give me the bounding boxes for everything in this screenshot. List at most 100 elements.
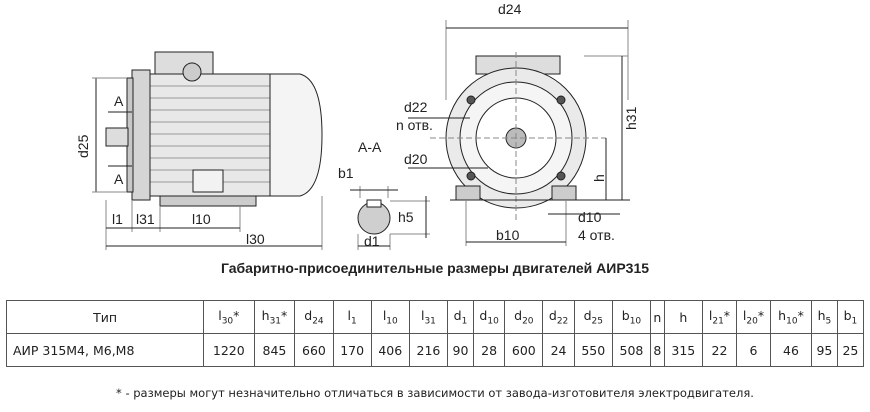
fan-cover: [269, 73, 323, 197]
label-d25: d25: [75, 134, 91, 158]
motor-dimension-drawing: d24 d22 n отв. d20 h31 h d10 4 отв. b10 …: [75, 1, 639, 250]
table-cell: 46: [770, 333, 812, 367]
header-base: Тип: [93, 309, 118, 325]
lifting-eye: [182, 62, 202, 82]
table-cell: 845: [253, 333, 296, 367]
label-d24: d24: [498, 1, 522, 17]
label-d20: d20: [404, 151, 428, 167]
header-subscript: 20: [522, 316, 534, 327]
table-cell: 95: [810, 333, 838, 367]
header-subscript: 25: [591, 316, 603, 327]
table-cell: 550: [573, 333, 613, 367]
label-d10: d10: [578, 209, 602, 225]
header-base: l: [742, 307, 747, 323]
header-asterisk: *: [281, 307, 288, 323]
label-d1: d1: [364, 233, 380, 249]
column-header: h10*: [770, 300, 812, 334]
label-section-aa: A-A: [358, 139, 382, 155]
label-l31: l31: [136, 211, 155, 227]
header-base: d: [453, 307, 462, 323]
column-header: b10: [611, 300, 652, 334]
header-subscript: 24: [312, 316, 324, 327]
label-l10: l10: [192, 211, 211, 227]
column-header: l21*: [701, 300, 737, 334]
flange-bolt-holes: [466, 95, 566, 181]
header-base: h: [778, 307, 787, 323]
table-cell: 28: [472, 333, 506, 367]
column-header: h: [663, 300, 703, 334]
column-header: d20: [504, 300, 544, 334]
column-header: b1: [836, 300, 865, 334]
key-slot: [366, 199, 382, 208]
footnote: * - размеры могут незначительно отличать…: [116, 386, 754, 400]
table-cell: 90: [447, 333, 474, 367]
header-base: d: [548, 307, 557, 323]
table-cell: 6: [735, 333, 772, 367]
header-subscript: 1: [461, 316, 468, 327]
label-h31: h31: [623, 106, 639, 130]
header-asterisk: *: [723, 307, 731, 323]
right-foot: [551, 185, 577, 201]
label-b1: b1: [338, 165, 354, 181]
drawing-labels: d24 d22 n отв. d20 h31 h d10 4 отв. b10 …: [75, 1, 639, 249]
header-subscript: 1: [351, 316, 357, 327]
motor-type-cell: АИР 315М4, М6,М8: [5, 333, 205, 367]
header-subscript: 31: [269, 316, 282, 327]
table-cell: 406: [370, 333, 410, 367]
table-cell: 508: [611, 333, 652, 367]
header-base: h: [679, 309, 688, 325]
header-base: n: [653, 309, 662, 325]
column-header: h5: [810, 300, 838, 334]
table-cell: 8: [650, 333, 665, 367]
motor-feet: [159, 195, 257, 207]
header-base: d: [304, 307, 313, 323]
header-base: l: [347, 307, 351, 323]
header-base: d: [479, 307, 488, 323]
header-subscript: 21: [712, 316, 724, 327]
header-base: l: [420, 307, 425, 323]
table-cell: 600: [504, 333, 544, 367]
header-subscript: 10: [629, 316, 642, 327]
table-cell: 660: [294, 333, 334, 367]
drawing-caption: Габаритно-присоединительные размеры двиг…: [220, 260, 650, 276]
header-base: l: [382, 307, 387, 323]
label-d22: d22: [404, 99, 428, 115]
drawing-svg: d24 d22 n отв. d20 h31 h d10 4 отв. b10 …: [75, 1, 639, 250]
header-subscript: 31: [424, 316, 436, 327]
foot-bolt-pocket: [192, 169, 224, 193]
header-subscript: 10: [786, 316, 798, 327]
header-asterisk: *: [757, 307, 765, 323]
header-base: h: [817, 307, 826, 323]
label-h: h: [591, 174, 607, 182]
column-header: l10: [370, 300, 410, 334]
label-n-otv: n отв.: [396, 117, 433, 133]
column-header: d24: [294, 300, 334, 334]
header-subscript: 10: [487, 316, 499, 327]
column-header: l1: [332, 300, 372, 334]
header-asterisk: *: [797, 307, 804, 323]
left-foot: [455, 185, 481, 201]
column-header: d22: [542, 300, 575, 334]
column-header: d25: [573, 300, 613, 334]
table-cell: 1220: [203, 333, 255, 367]
header-subscript: 22: [556, 316, 569, 327]
column-header: d10: [472, 300, 506, 334]
column-header: l31: [408, 300, 449, 334]
label-a-top: A: [114, 93, 124, 109]
table-cell: 22: [701, 333, 737, 367]
label-a-bottom: A: [114, 171, 124, 187]
label-h5: h5: [398, 209, 414, 225]
shaft: [105, 127, 129, 147]
header-base: h: [261, 307, 270, 323]
label-4-otv: 4 отв.: [578, 227, 615, 243]
table-cell: 216: [408, 333, 449, 367]
header-subscript: 5: [825, 316, 832, 327]
header-subscript: 1: [851, 316, 858, 327]
header-subscript: 20: [746, 316, 758, 327]
header-base: d: [583, 307, 592, 323]
column-header: l20*: [735, 300, 772, 334]
